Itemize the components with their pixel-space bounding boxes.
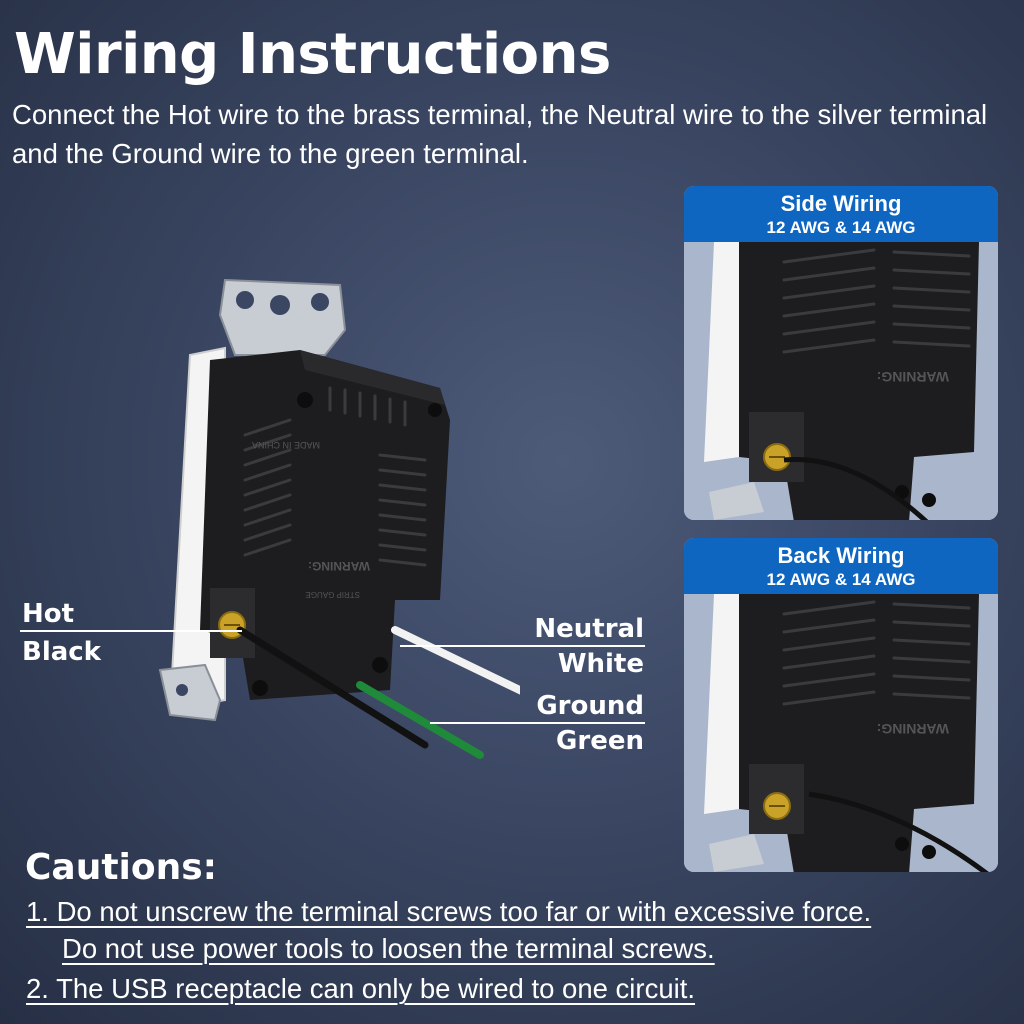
ground-wire xyxy=(356,681,484,759)
neutral-label: Neutral xyxy=(534,614,644,644)
ground-label: Ground xyxy=(536,691,644,721)
back-wiring-header: Back Wiring 12 AWG & 14 AWG xyxy=(684,538,998,594)
side-wiring-title: Side Wiring xyxy=(780,191,902,216)
side-wiring-subtitle: 12 AWG & 14 AWG xyxy=(766,218,916,237)
back-wiring-photo: WARNING: xyxy=(684,594,998,872)
receptacle-illustration: MADE IN CHINA WARNING: STRIP GAUGE xyxy=(158,278,520,759)
back-wiring-subtitle: 12 AWG & 14 AWG xyxy=(766,570,916,589)
side-wiring-photo: WARNING: xyxy=(684,242,998,520)
side-warning-label: WARNING: xyxy=(877,369,949,385)
mounting-strap-top xyxy=(218,278,347,356)
ground-rule xyxy=(430,722,645,724)
page-title: Wiring Instructions xyxy=(14,22,611,87)
cautions-heading: Cautions: xyxy=(25,847,218,888)
mounting-strap-bottom xyxy=(158,663,222,722)
back-wiring-title: Back Wiring xyxy=(777,543,905,568)
caution-item-2: 2. The USB receptacle can only be wired … xyxy=(26,973,696,1004)
caution-item-1: 1. Do not unscrew the terminal screws to… xyxy=(26,896,872,927)
caution-item-1-continued: Do not use power tools to loosen the ter… xyxy=(62,933,715,964)
back-hot-wire xyxy=(808,791,989,872)
ground-color-label: Green xyxy=(556,726,644,756)
made-in-label: MADE IN CHINA xyxy=(252,440,320,450)
hot-color-label: Black xyxy=(22,637,101,667)
side-wiring-panel: Side Wiring 12 AWG & 14 AWG WARNING: xyxy=(684,186,998,520)
side-hot-wire xyxy=(783,457,929,520)
back-warning-label: WARNING: xyxy=(877,721,949,737)
neutral-rule xyxy=(400,645,645,647)
hot-label: Hot xyxy=(22,599,75,629)
neutral-color-label: White xyxy=(557,649,644,679)
neutral-wire xyxy=(391,626,520,695)
back-wiring-panel: Back Wiring 12 AWG & 14 AWG WARNING: xyxy=(684,538,998,872)
side-wiring-header: Side Wiring 12 AWG & 14 AWG xyxy=(684,186,998,242)
hot-rule xyxy=(20,630,242,632)
housing-body xyxy=(200,350,450,700)
strip-gauge-label: STRIP GAUGE xyxy=(305,590,360,599)
warning-label: WARNING: xyxy=(308,559,370,573)
intro-text: Connect the Hot wire to the brass termin… xyxy=(12,99,988,169)
hot-wire xyxy=(236,626,429,749)
housing-vents xyxy=(243,386,427,567)
